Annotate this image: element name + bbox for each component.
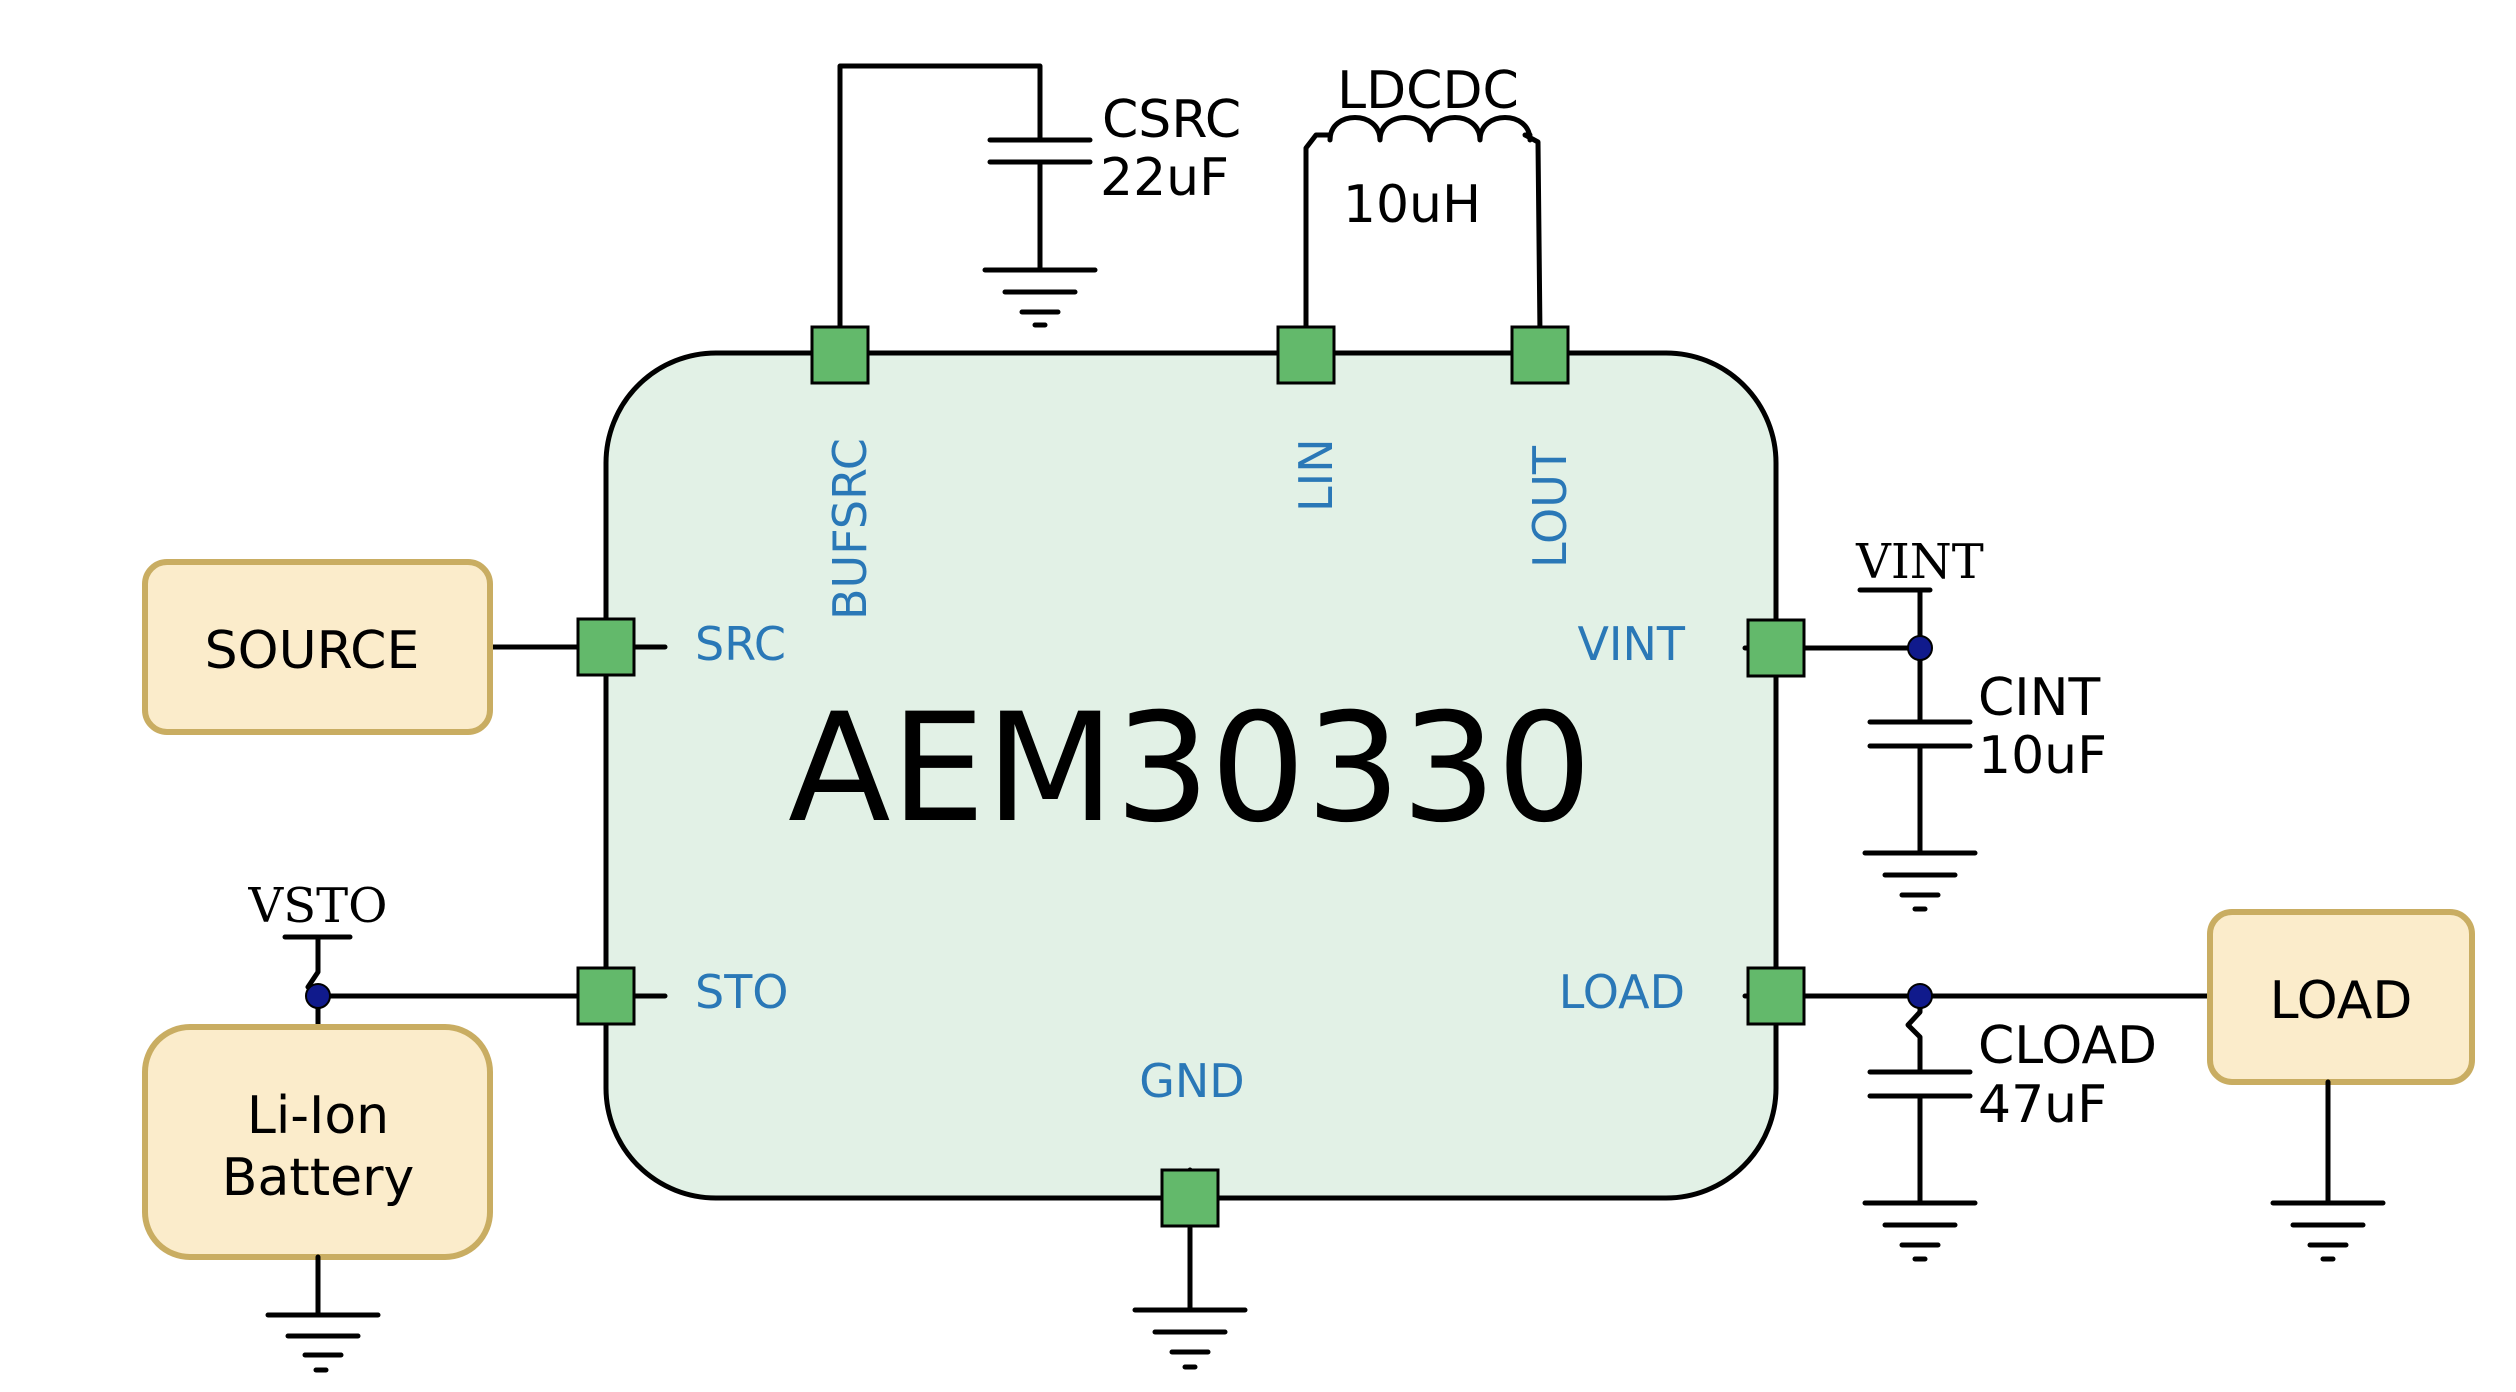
source-label: SOURCE [205, 621, 420, 681]
vint-junction [1907, 635, 1933, 661]
ground-icon [265, 1312, 381, 1373]
cint-name: CINT [1978, 668, 2101, 728]
vsto-label: VSTO [248, 878, 388, 934]
pin-src [576, 617, 636, 677]
cint-value: 10uF [1978, 726, 2107, 786]
pin-label-src: SRC [695, 617, 786, 671]
pin-label-load: LOAD [1559, 965, 1685, 1019]
ldcdc-name: LDCDC [1337, 61, 1519, 121]
vint-net-label: VINT [1855, 534, 1984, 590]
pin-sto [576, 966, 636, 1026]
chip-title: AEM30330 [788, 682, 1592, 856]
cload-name: CLOAD [1978, 1016, 2157, 1076]
ground-icon [2270, 1200, 2386, 1262]
ground-icon [1862, 1200, 1978, 1262]
ground-icon [1132, 1307, 1248, 1370]
pin-bufsrc [810, 325, 870, 385]
pin-label-sto: STO [695, 965, 789, 1019]
pin-label-gnd: GND [1139, 1054, 1244, 1108]
cint-capacitor: VINT CINT 10uF [1855, 534, 2107, 912]
ldcdc-value: 10uH [1343, 175, 1481, 235]
ldcdc-inductor: LDCDC 10uH [1303, 61, 1543, 338]
load-junction [1907, 983, 1933, 1009]
load-label: LOAD [2270, 971, 2413, 1031]
battery-label-line2: Battery [222, 1148, 414, 1208]
ground-icon [982, 267, 1098, 328]
vsto-junction [305, 983, 331, 1009]
battery-block: Li-Ion Battery [142, 1024, 493, 1260]
cload-value: 47uF [1978, 1075, 2107, 1135]
pin-lin [1276, 325, 1336, 385]
source-block: SOURCE [142, 559, 493, 735]
pin-label-lin: LIN [1289, 438, 1343, 512]
pin-label-vint: VINT [1577, 617, 1685, 671]
load-block: LOAD [2207, 909, 2475, 1085]
pin-label-bufsrc: BUFSRC [823, 438, 877, 620]
csrc-capacitor: CSRC 22uF [837, 63, 1241, 338]
vsto-net: VSTO [248, 878, 388, 1030]
pin-gnd [1160, 1168, 1220, 1228]
pin-lout [1510, 325, 1570, 385]
csrc-name: CSRC [1102, 90, 1241, 150]
cload-capacitor: CLOAD 47uF [1862, 983, 2157, 1262]
pin-label-lout: LOUT [1523, 445, 1577, 568]
battery-label-line1: Li-Ion [247, 1086, 389, 1146]
pin-load [1746, 966, 1806, 1026]
csrc-value: 22uF [1100, 148, 1229, 208]
ground-icon [1862, 850, 1978, 912]
pin-vint [1746, 618, 1806, 678]
